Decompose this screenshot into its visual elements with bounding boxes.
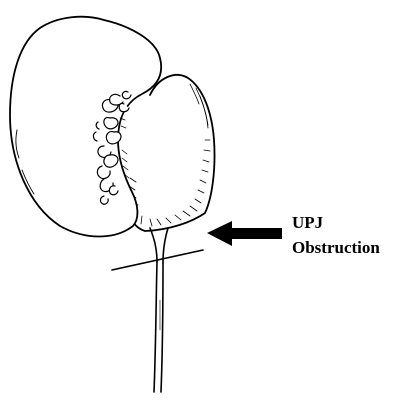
pointer-arrow [207, 221, 282, 246]
annotation-label-upj: UPJ [292, 213, 323, 233]
ureter [154, 262, 157, 392]
annotation-label-obstruction: Obstruction [292, 238, 380, 258]
upj-narrowing [150, 228, 157, 262]
renal-pelvis [128, 75, 215, 231]
